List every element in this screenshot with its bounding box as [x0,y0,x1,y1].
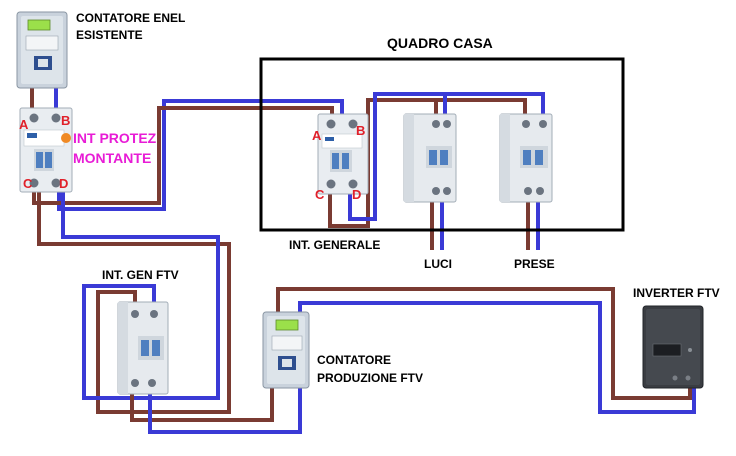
wire-phase-riser-to-main-top [32,106,334,205]
existing-meter-label-line1: CONTATORE ENEL [76,11,185,25]
sockets-label: PRESE [514,257,555,271]
wires [30,85,696,434]
house-panel-frame [259,57,625,232]
existing-meter-label-line2: ESISTENTE [76,28,143,42]
wire-neutral-pvswitch-to-prod [148,385,302,434]
production-meter-icon [262,311,310,389]
wire-neutral-main-to-feeders [348,92,545,221]
wire-neutral-prod-to-inverter [298,301,696,414]
main-terminal-a: A [312,128,322,143]
main-switch-icon [317,113,369,195]
inverter-icon [642,305,704,389]
riser-terminal-b: B [61,113,70,128]
production-meter-label-line2: PRODUZIONE FTV [317,371,423,385]
main-terminal-d: D [352,187,361,202]
riser-terminal-d: D [59,176,68,191]
production-meter-label-line1: CONTATORE [317,353,391,367]
sockets-breaker-icon [499,113,553,203]
wire-phase-prod-to-inverter [276,287,692,400]
main-switch-label: INT. GENERALE [289,238,380,252]
wire-phase-riser-to-prod [37,190,231,414]
main-terminal-b: B [356,123,365,138]
inverter-label: INVERTER FTV [633,286,720,300]
riser-breaker-label-line1: INT PROTEZ [73,130,157,146]
house-panel-title: QUADRO CASA [387,35,493,51]
pv-main-switch-label: INT. GEN FTV [102,268,179,282]
lights-breaker-icon [403,113,457,203]
existing-meter-icon [16,11,68,89]
riser-breaker-icon [19,107,73,193]
riser-terminal-c: C [23,176,33,191]
wire-neutral-riser-to-main-top [57,99,344,211]
lights-label: LUCI [424,257,452,271]
pv-main-switch-icon [117,301,169,395]
riser-breaker-label-line2: MONTANTE [73,150,151,166]
wire-phase-pvswitch-to-prod [130,385,274,422]
riser-terminal-a: A [19,117,29,132]
main-terminal-c: C [315,187,325,202]
